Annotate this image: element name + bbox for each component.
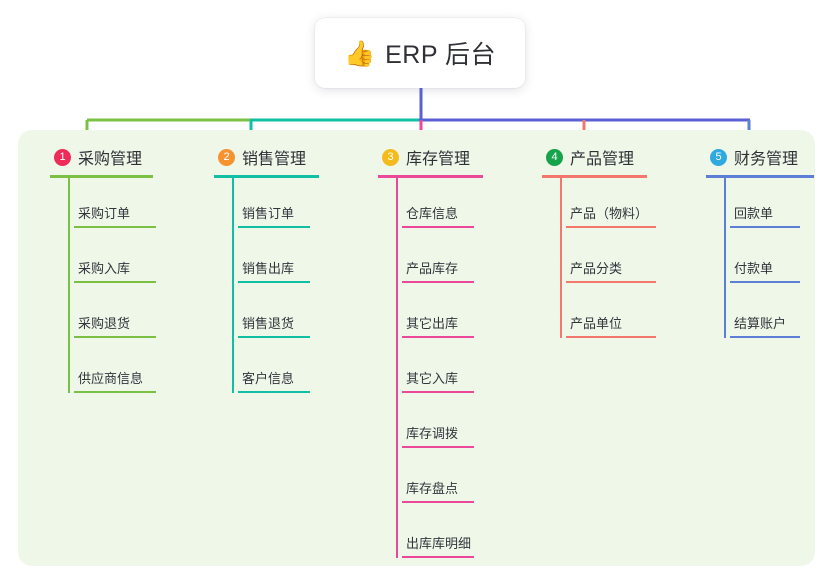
leaf-node[interactable]: 库存盘点 [402,480,474,503]
leaf-node[interactable]: 出库库明细 [402,535,474,558]
leaf-node-underline [238,226,310,228]
branch-column-2: 2 销售管理销售订单销售出库销售退货客户信息 [208,145,319,393]
leaf-node-label: 其它出库 [406,316,459,331]
branch-spine-1 [68,178,70,393]
leaf-node-underline [566,226,656,228]
leaf-node-label: 产品分类 [570,261,623,276]
leaf-node[interactable]: 采购入库 [74,260,156,283]
leaf-node-underline [238,391,310,393]
leaf-node-label: 客户信息 [242,371,295,386]
leaf-node[interactable]: 仓库信息 [402,205,474,228]
leaf-node-label: 产品库存 [406,261,459,276]
leaf-node-underline [730,336,800,338]
leaf-node[interactable]: 其它入库 [402,370,474,393]
leaf-node-label: 供应商信息 [78,371,144,386]
branch-column-1: 1 采购管理采购订单采购入库采购退货供应商信息 [44,145,156,393]
branch-spine-3 [396,178,398,558]
leaf-node-label: 其它入库 [406,371,459,386]
branch-underline-3 [378,175,483,178]
leaf-node[interactable]: 产品单位 [566,315,656,338]
leaf-node-label: 销售退货 [242,316,295,331]
branch-badge-icon-4: 4 [546,148,563,166]
branch-underline-1 [50,175,153,178]
leaf-node[interactable]: 采购订单 [74,205,156,228]
leaf-node-label: 付款单 [734,261,774,276]
branch-column-5: 5 财务管理回款单付款单结算账户 [700,145,814,338]
leaf-node-underline [566,336,656,338]
leaf-node-label: 出库库明细 [406,536,472,551]
leaf-node-label: 产品单位 [570,316,623,331]
leaf-node[interactable]: 回款单 [730,205,800,228]
branch-underline-5 [706,175,814,178]
leaf-node-underline [74,281,156,283]
leaf-node[interactable]: 结算账户 [730,315,800,338]
thumbs-up-icon: 👍 [343,38,376,68]
branch-badge-icon-3: 3 [382,148,399,166]
branch-spine-4 [560,178,562,338]
leaf-node[interactable]: 付款单 [730,260,800,283]
leaf-node-underline [238,281,310,283]
leaf-node[interactable]: 采购退货 [74,315,156,338]
leaf-node-underline [730,226,800,228]
root-node-label: ERP 后台 [385,41,497,69]
content-panel [18,130,815,566]
leaf-node[interactable]: 客户信息 [238,370,310,393]
leaf-node-label: 销售订单 [242,206,295,221]
branch-header-4[interactable]: 4 产品管理 [536,145,639,169]
leaf-node[interactable]: 其它出库 [402,315,474,338]
branch-column-4: 4 产品管理产品（物料） 产品分类产品单位 [536,145,656,338]
leaf-node-label: 仓库信息 [406,206,459,221]
leaf-node-underline [402,281,474,283]
branch-column-3: 3 库存管理仓库信息产品库存其它出库其它入库库存调拨库存盘点出库库明细 [372,145,483,558]
leaf-node[interactable]: 产品（物料） [566,205,656,228]
leaf-node-label: 库存盘点 [406,481,459,496]
leaf-node-underline [566,281,656,283]
leaf-node[interactable]: 库存调拨 [402,425,474,448]
leaf-node[interactable]: 销售退货 [238,315,310,338]
leaf-node-label: 结算账户 [734,316,787,331]
leaf-node-label: 产品（物料） [570,206,649,221]
leaf-node-underline [402,446,474,448]
leaf-node[interactable]: 销售出库 [238,260,310,283]
branch-underline-4 [542,175,647,178]
leaf-node-underline [402,226,474,228]
leaf-node-underline [402,391,474,393]
branch-badge-icon-2: 2 [218,148,235,166]
leaf-node-label: 销售出库 [242,261,295,276]
root-node[interactable]: 👍 ERP 后台 [315,18,525,88]
branch-underline-2 [214,175,319,178]
leaf-node-label: 库存调拨 [406,426,459,441]
leaf-node[interactable]: 产品库存 [402,260,474,283]
branch-title-4: 产品管理 [570,151,635,168]
leaf-node-label: 采购退货 [78,316,131,331]
branch-title-5: 财务管理 [734,151,799,168]
branch-title-1: 采购管理 [78,151,143,168]
branch-spine-2 [232,178,234,393]
leaf-node[interactable]: 产品分类 [566,260,656,283]
leaf-node-underline [402,336,474,338]
branch-title-3: 库存管理 [406,151,471,168]
leaf-node-label: 采购订单 [78,206,131,221]
leaf-node-underline [730,281,800,283]
branch-badge-icon-1: 1 [54,148,71,166]
leaf-node-underline [74,336,156,338]
branch-title-2: 销售管理 [242,151,307,168]
leaf-node-label: 回款单 [734,206,774,221]
leaf-node[interactable]: 销售订单 [238,205,310,228]
branch-spine-5 [724,178,726,338]
branch-badge-icon-5: 5 [710,148,727,166]
leaf-node-underline [402,556,474,558]
leaf-node-underline [238,336,310,338]
branch-header-1[interactable]: 1 采购管理 [44,145,147,169]
branch-header-3[interactable]: 3 库存管理 [372,145,475,169]
leaf-node-underline [74,391,156,393]
leaf-node-underline [74,226,156,228]
leaf-node-underline [402,501,474,503]
leaf-node-label: 采购入库 [78,261,131,276]
branch-header-5[interactable]: 5 财务管理 [700,145,803,169]
leaf-node[interactable]: 供应商信息 [74,370,156,393]
branch-header-2[interactable]: 2 销售管理 [208,145,311,169]
